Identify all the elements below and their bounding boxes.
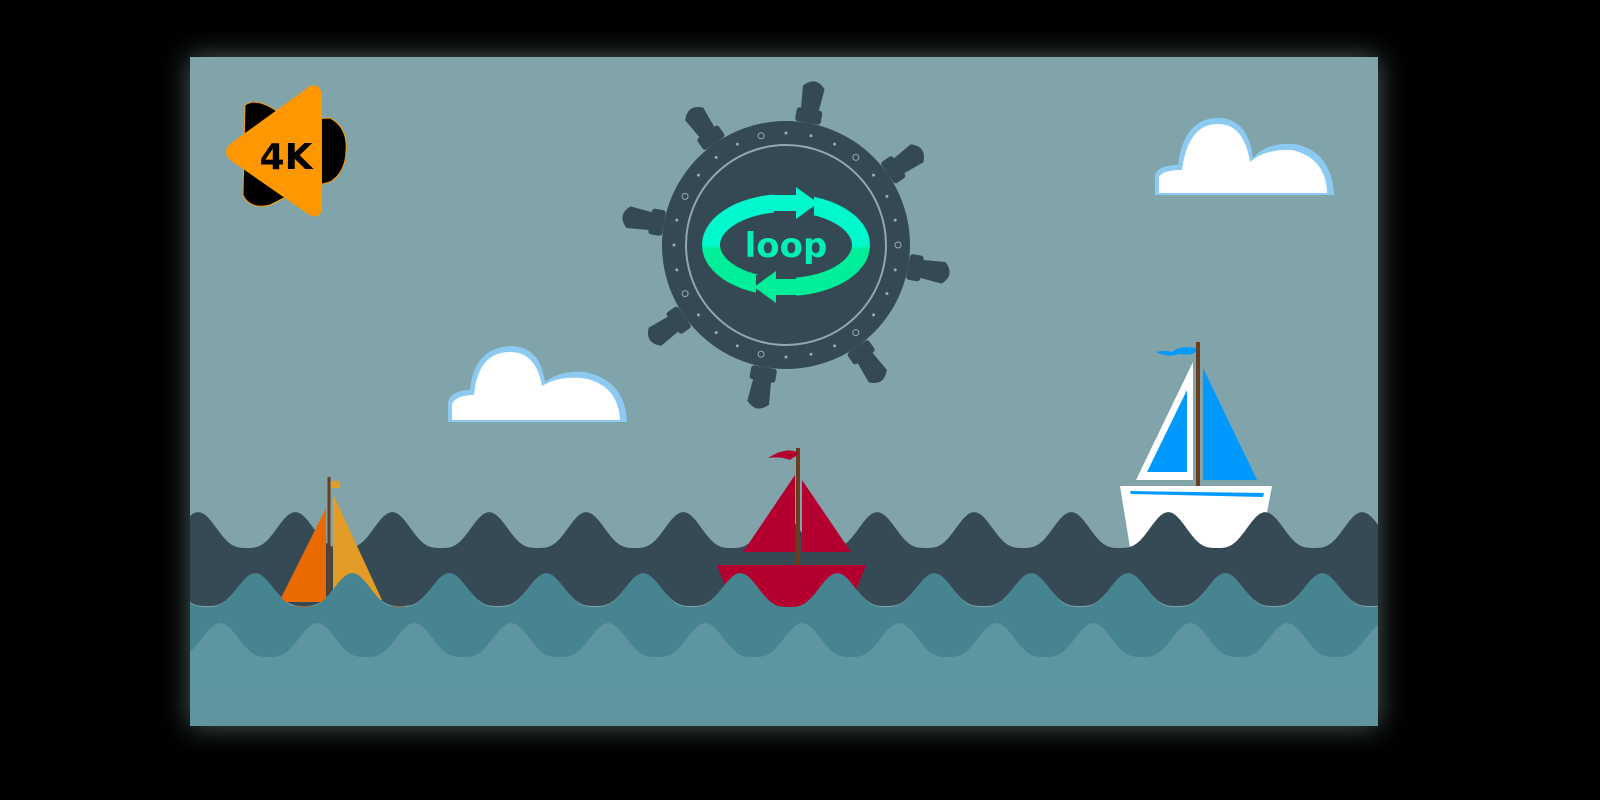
wheel-rivet [893,268,897,272]
wheel-rivet [714,331,718,335]
wheel-rivet [809,352,813,356]
wheel-rivet [735,344,739,348]
ship-wheel-icon: loop [622,81,950,409]
wheel-rivet [757,350,765,358]
wheel-rim [662,121,910,369]
wheel-rivet [696,173,700,177]
loop-arrows-icon [702,187,870,303]
wheel-rivet [696,313,700,317]
wheel-spoke [747,365,777,409]
wheel-inner-ring [685,144,887,346]
wheel-rivet [894,241,902,249]
wheel-rivet [675,268,679,272]
dark-wave [190,512,1378,606]
wheel-spoke [685,107,725,150]
wheel-spoke [847,340,887,383]
4k-badge-logo: 4K [226,85,347,217]
wheel-rivet [714,155,718,159]
wheel-spoke [795,81,825,125]
wheel-spoke [648,306,691,346]
wheel-rivet [833,142,837,146]
wheel-spoke [906,254,950,284]
wheel-rivet [757,132,765,140]
wheel-spoke [622,206,666,236]
water-bottom [190,690,1378,726]
wheel-rivet [681,290,689,298]
wheel-rivet [784,355,788,359]
wheel-rivet [872,173,876,177]
wheel-rivet [672,243,676,247]
wheel-rivet [809,134,813,138]
wheel-rivet [833,344,837,348]
wheel-rivet [885,292,889,296]
wheel-rivet [852,153,860,161]
wheel-spoke [881,144,924,184]
wheel-rivet [675,218,679,222]
cloud-right [1155,118,1334,195]
wheel-rivet [885,194,889,198]
wheel-rivet [872,313,876,317]
badge-text: 4K [260,137,314,178]
loop-text: loop [745,226,828,266]
wheel-rivet [852,329,860,337]
wheel-rivet [893,218,897,222]
wheel-rivet [681,192,689,200]
cloud-left [448,346,627,422]
wheel-rivet [735,142,739,146]
wheel-rivet [784,131,788,135]
